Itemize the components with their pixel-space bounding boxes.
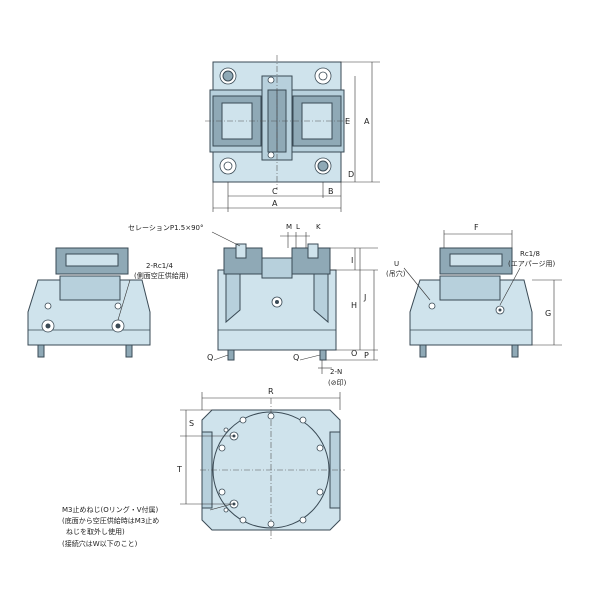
- label-D: D: [348, 170, 354, 179]
- label-Q-right: Q: [293, 353, 299, 362]
- label-rc1-8: Rc1/8: [520, 250, 540, 258]
- label-H: H: [351, 301, 357, 310]
- label-U-sub: (吊穴): [386, 269, 406, 278]
- label-B: B: [328, 187, 334, 196]
- label-A-vertical: A: [364, 117, 370, 126]
- top-view-left-pocket: [221, 102, 253, 140]
- note-line-3: ねじを取外し使用): [66, 527, 125, 536]
- top-view-bolt-bl: [219, 157, 237, 175]
- label-M: M: [286, 223, 292, 231]
- left-side-view: [27, 247, 151, 358]
- label-U: U: [394, 260, 399, 268]
- label-2-N: 2-N: [330, 368, 342, 376]
- label-2-rc1-4-sub: (側面空圧供給用): [134, 271, 189, 280]
- label-Q-left: Q: [207, 353, 213, 362]
- top-view-bolt-tr: [314, 67, 332, 85]
- top-view-bolt-br: [314, 157, 332, 175]
- label-2-rc1-4: 2-Rc1/4: [146, 262, 174, 270]
- label-G: G: [545, 309, 551, 318]
- label-S: S: [189, 419, 194, 428]
- label-P: P: [364, 351, 369, 360]
- label-F: F: [474, 223, 479, 232]
- label-T: T: [176, 465, 182, 474]
- label-I: I: [351, 256, 353, 265]
- label-serration: セレーションP1.5×90°: [128, 224, 204, 232]
- label-rc1-8-sub: (エアパージ用): [508, 260, 555, 268]
- label-O: O: [351, 349, 357, 358]
- note-line-4: (接続穴はW以下のこと): [62, 539, 138, 548]
- front-view: [211, 231, 378, 374]
- bottom-view: [180, 392, 345, 540]
- label-E: E: [345, 117, 350, 126]
- label-A-horizontal: A: [272, 199, 278, 208]
- right-side-view: [403, 230, 562, 358]
- top-view: [205, 55, 380, 212]
- label-K: K: [316, 223, 321, 231]
- label-L: L: [296, 223, 300, 231]
- note-line-2: (底面から空圧供給時はM3止め: [62, 516, 159, 525]
- note-line-1: M3止めねじ(Oリング・V付属): [62, 505, 159, 514]
- top-view-bolt-tl: [219, 67, 237, 85]
- label-C: C: [272, 187, 278, 196]
- label-2-N-sub: (⊘印): [328, 379, 347, 387]
- label-J: J: [363, 293, 366, 302]
- label-R: R: [268, 387, 274, 396]
